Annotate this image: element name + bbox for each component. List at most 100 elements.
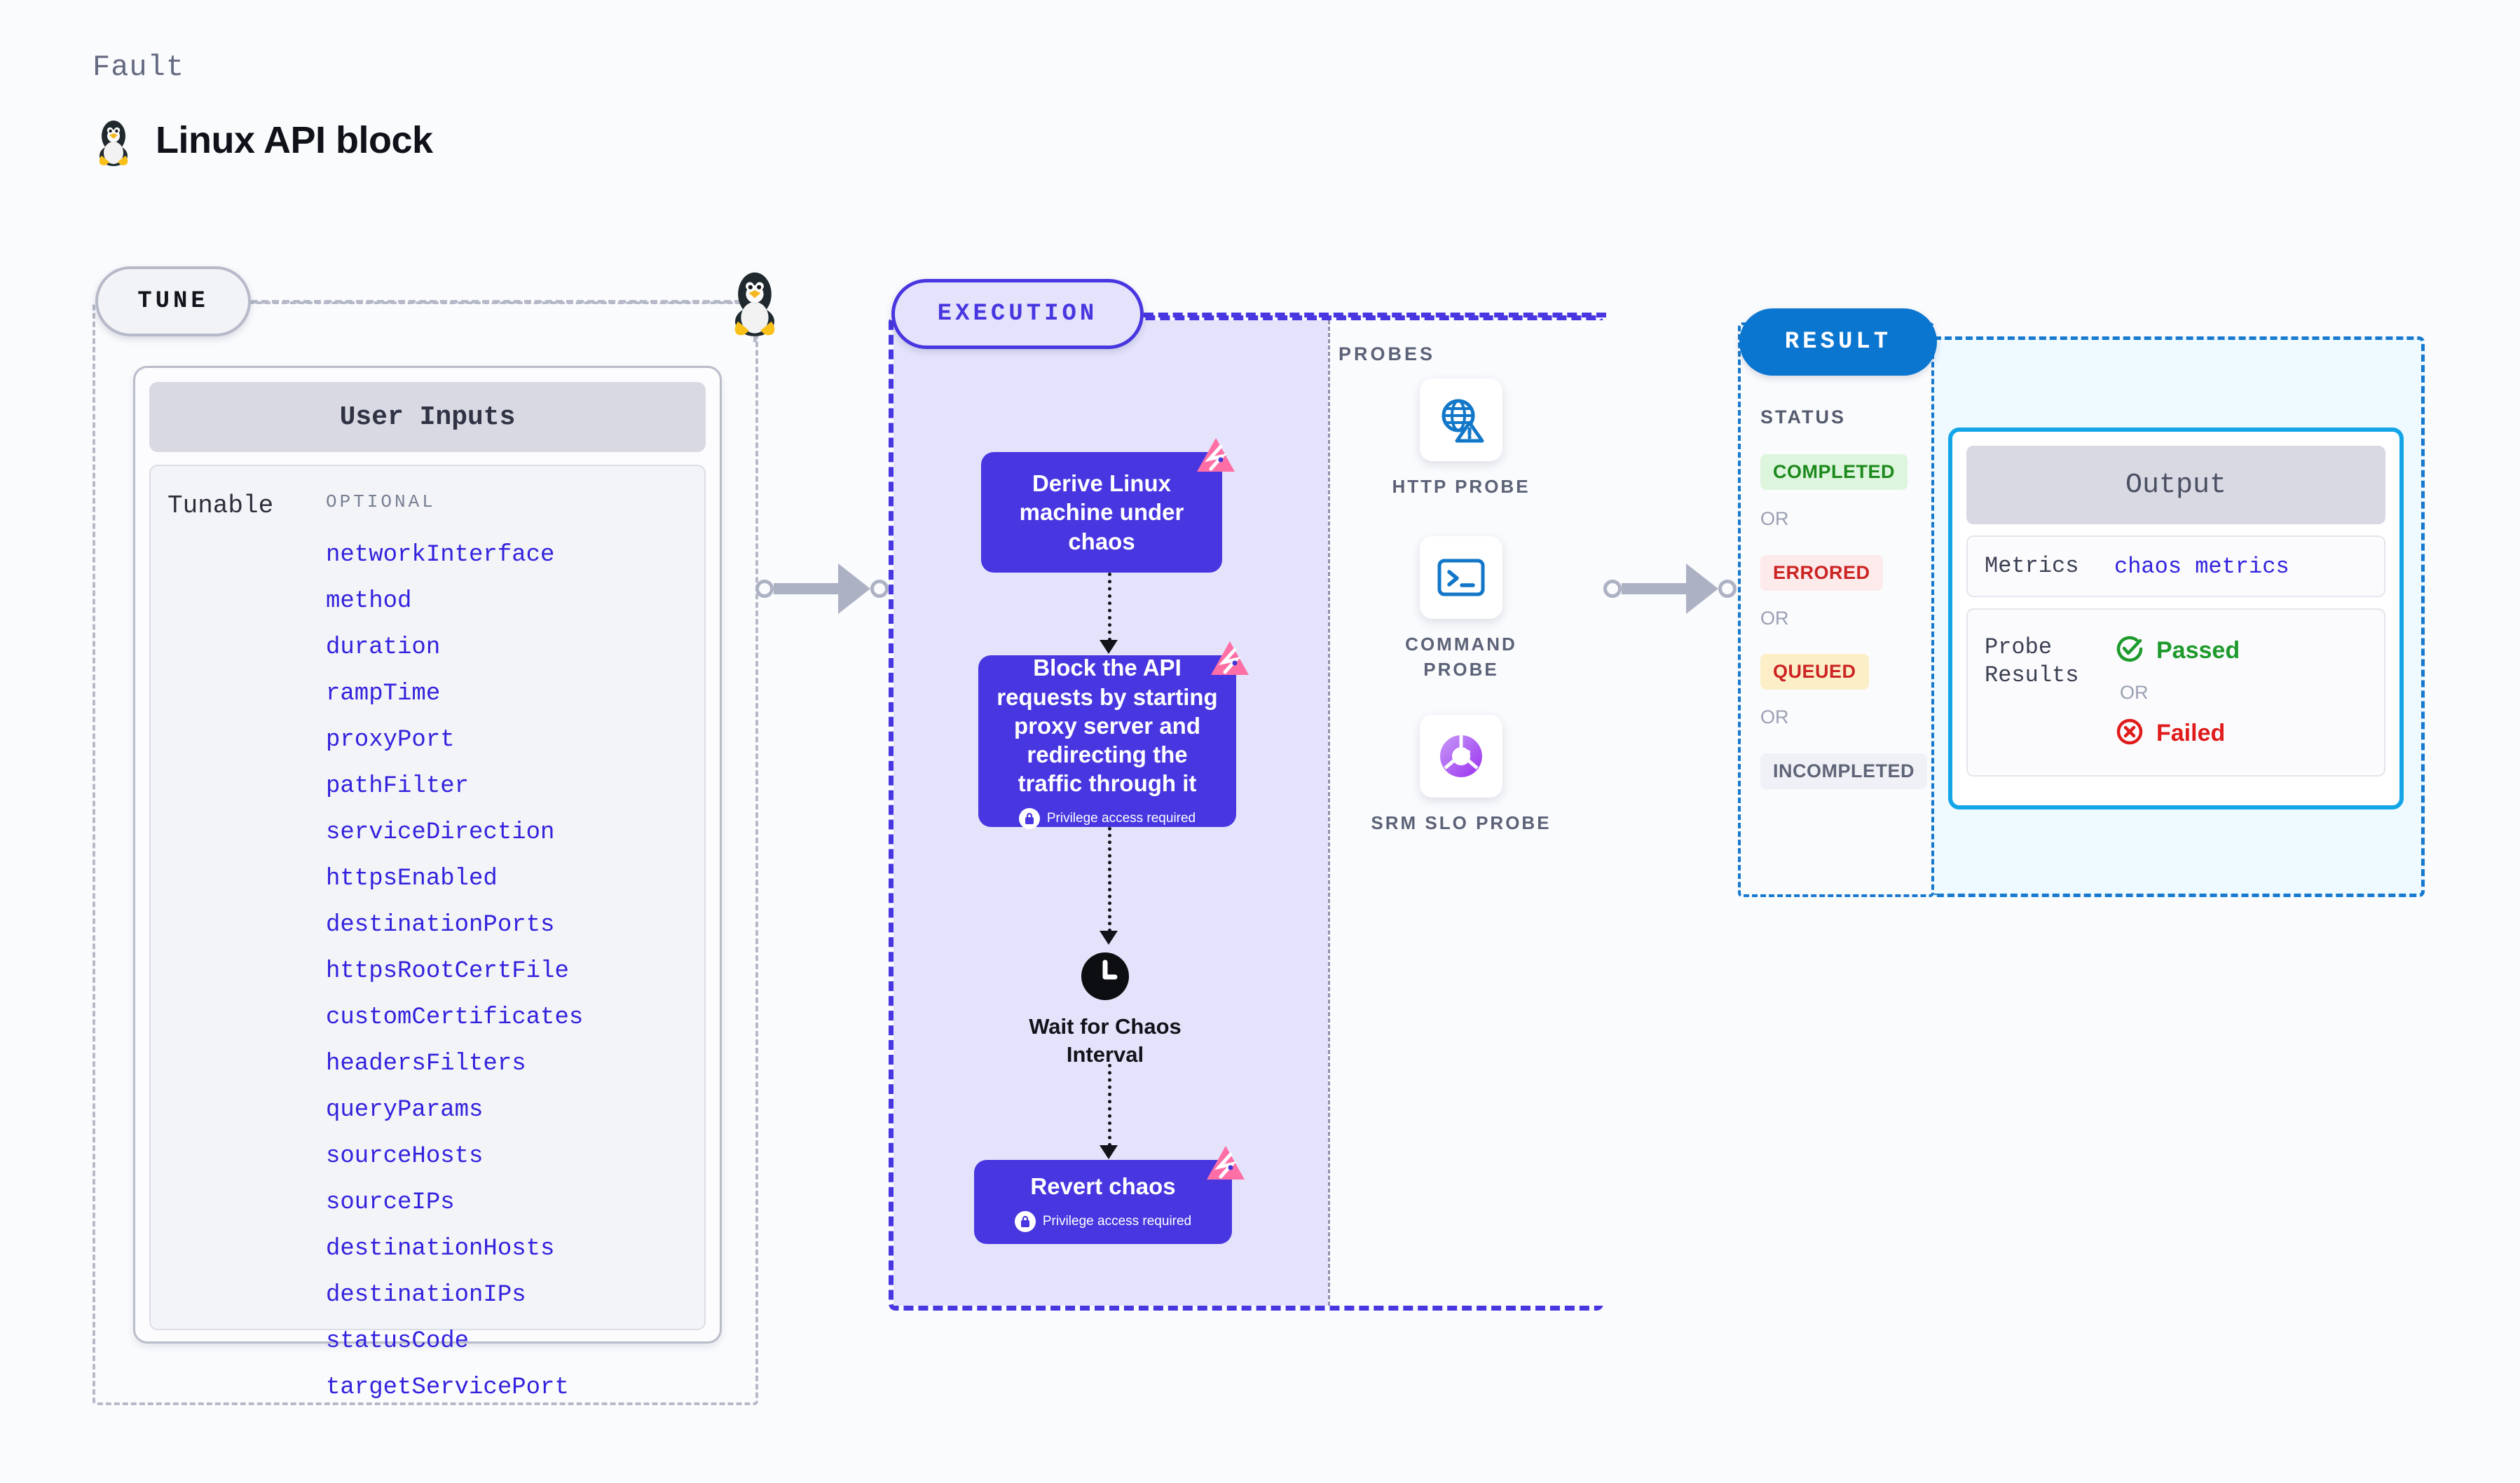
flow-arrow	[1108, 573, 1111, 641]
or-separator: OR	[1760, 508, 1789, 529]
x-circle-icon	[2114, 716, 2145, 751]
terminal-icon	[1420, 536, 1502, 619]
param-item[interactable]: networkInterface	[326, 542, 555, 568]
output-header: Output	[1966, 446, 2385, 524]
flow-arrowhead	[1100, 931, 1118, 945]
step-text: Block the API requests by starting proxy…	[997, 655, 1218, 797]
connector-bar	[774, 583, 840, 594]
page-title-row: Linux API block	[93, 112, 433, 168]
flow-arrow	[1108, 1064, 1111, 1147]
connector-start-dot	[755, 580, 774, 598]
probe-item-command[interactable]: COMMAND PROBE	[1370, 536, 1552, 683]
execution-pill[interactable]: EXECUTION	[891, 279, 1144, 349]
param-item[interactable]: sourceIPs	[326, 1189, 455, 1216]
param-item[interactable]: destinationIPs	[326, 1282, 526, 1308]
step-text: Derive Linux machine under chaos	[1019, 470, 1184, 554]
probe-results-values: Passed OR Failed	[2114, 634, 2240, 751]
metrics-value[interactable]: chaos metrics	[2114, 553, 2289, 580]
param-item[interactable]: destinationHosts	[326, 1236, 555, 1262]
param-item[interactable]: httpsRootCertFile	[326, 958, 569, 985]
param-item[interactable]: rampTime	[326, 681, 441, 707]
failed-label: Failed	[2156, 720, 2226, 746]
flow-arrow	[1108, 827, 1111, 932]
or-separator: OR	[1760, 608, 1789, 629]
connector-tune-to-execution	[755, 563, 889, 614]
status-badge-queued: QUEUED	[1760, 654, 1869, 690]
privilege-text: Privilege access required	[1046, 810, 1196, 826]
tune-connector-line	[251, 300, 741, 303]
probe-result-passed: Passed	[2114, 634, 2240, 668]
probe-label: SRM SLO PROBE	[1371, 812, 1552, 833]
param-item[interactable]: customCertificates	[326, 1004, 584, 1031]
result-pill[interactable]: RESULT	[1739, 308, 1937, 376]
wait-label: Wait for Chaos Interval	[1029, 1014, 1182, 1067]
probes-title: PROBES	[1338, 343, 1436, 364]
user-inputs-header: User Inputs	[149, 382, 706, 452]
connector-arrowhead	[838, 563, 870, 614]
page-title: Linux API block	[156, 119, 433, 161]
param-item[interactable]: duration	[326, 634, 441, 661]
execution-step[interactable]: Block the API requests by starting proxy…	[978, 641, 1249, 829]
linux-penguin-icon	[93, 112, 135, 168]
probes-area	[1328, 320, 1608, 1306]
param-item[interactable]: headersFilters	[326, 1051, 526, 1077]
probe-label: COMMAND PROBE	[1405, 634, 1517, 681]
connector-end-dot	[1718, 580, 1737, 598]
clock-icon	[1018, 950, 1193, 1003]
param-item[interactable]: method	[326, 588, 412, 615]
status-title: STATUS	[1760, 406, 1846, 428]
probe-item-http[interactable]: HTTP PROBE	[1370, 378, 1552, 499]
flow-arrowhead	[1100, 1145, 1118, 1159]
execution-step[interactable]: Derive Linux machine under chaos	[981, 438, 1235, 573]
metrics-key: Metrics	[1985, 553, 2079, 579]
param-item[interactable]: sourceHosts	[326, 1143, 484, 1170]
check-circle-icon	[2114, 634, 2145, 668]
param-item[interactable]: proxyPort	[326, 727, 455, 753]
probe-item-srm-slo[interactable]: SRM SLO PROBE	[1370, 715, 1552, 835]
privilege-note: Privilege access required	[1018, 807, 1196, 829]
slo-donut-check-icon	[1420, 715, 1502, 798]
execution-step[interactable]: Revert chaos Privilege access required	[974, 1146, 1245, 1244]
param-item[interactable]: destinationPorts	[326, 912, 555, 938]
linux-penguin-icon	[723, 261, 786, 339]
or-separator: OR	[1760, 706, 1789, 727]
param-item[interactable]: httpsEnabled	[326, 866, 498, 892]
lock-icon	[1014, 1210, 1036, 1232]
or-separator: OR	[2120, 682, 2149, 703]
optional-label: OPTIONAL	[326, 491, 436, 512]
fault-kicker: Fault	[93, 50, 185, 84]
status-badge-errored: ERRORED	[1760, 555, 1883, 591]
connector-start-dot	[1603, 580, 1622, 598]
connector-bar	[1622, 583, 1687, 594]
connector-arrowhead	[1686, 563, 1718, 614]
probe-label: HTTP PROBE	[1392, 476, 1531, 497]
output-card: Output Metrics chaos metrics Probe Resul…	[1948, 428, 2404, 809]
result-status-region	[1738, 322, 1934, 897]
param-item[interactable]: serviceDirection	[326, 819, 555, 846]
wait-for-chaos-node: Wait for Chaos Interval	[1018, 950, 1193, 1069]
privilege-text: Privilege access required	[1042, 1213, 1192, 1229]
optional-params-column: OPTIONAL networkInterface method duratio…	[326, 491, 704, 1401]
connector-execution-to-result	[1603, 563, 1737, 614]
passed-label: Passed	[2156, 637, 2240, 664]
param-item[interactable]: queryParams	[326, 1097, 484, 1123]
metrics-row: Metrics chaos metrics	[1966, 535, 2385, 597]
probe-results-row: Probe Results Passed OR	[1966, 608, 2385, 777]
flow-arrowhead	[1100, 640, 1118, 654]
param-item[interactable]: statusCode	[326, 1328, 470, 1355]
globe-warning-icon	[1420, 378, 1502, 461]
probe-result-failed: Failed	[2114, 716, 2240, 751]
connector-end-dot	[870, 580, 889, 598]
tune-pill[interactable]: TUNE	[95, 266, 251, 336]
user-inputs-card: User Inputs Tunable OPTIONAL networkInte…	[133, 366, 722, 1401]
step-text: Revert chaos	[1030, 1173, 1176, 1200]
param-item[interactable]: pathFilter	[326, 773, 470, 800]
probe-results-key: Probe Results	[1985, 634, 2079, 688]
status-badge-incompleted: INCOMPLETED	[1760, 753, 1928, 789]
privilege-note: Privilege access required	[1014, 1210, 1192, 1232]
status-badge-completed: COMPLETED	[1760, 454, 1908, 490]
lock-icon	[1018, 807, 1040, 829]
tunable-group: Tunable OPTIONAL networkInterface method…	[149, 465, 706, 1401]
tunable-label: Tunable	[167, 491, 274, 520]
param-item[interactable]: targetServicePort	[326, 1374, 569, 1401]
